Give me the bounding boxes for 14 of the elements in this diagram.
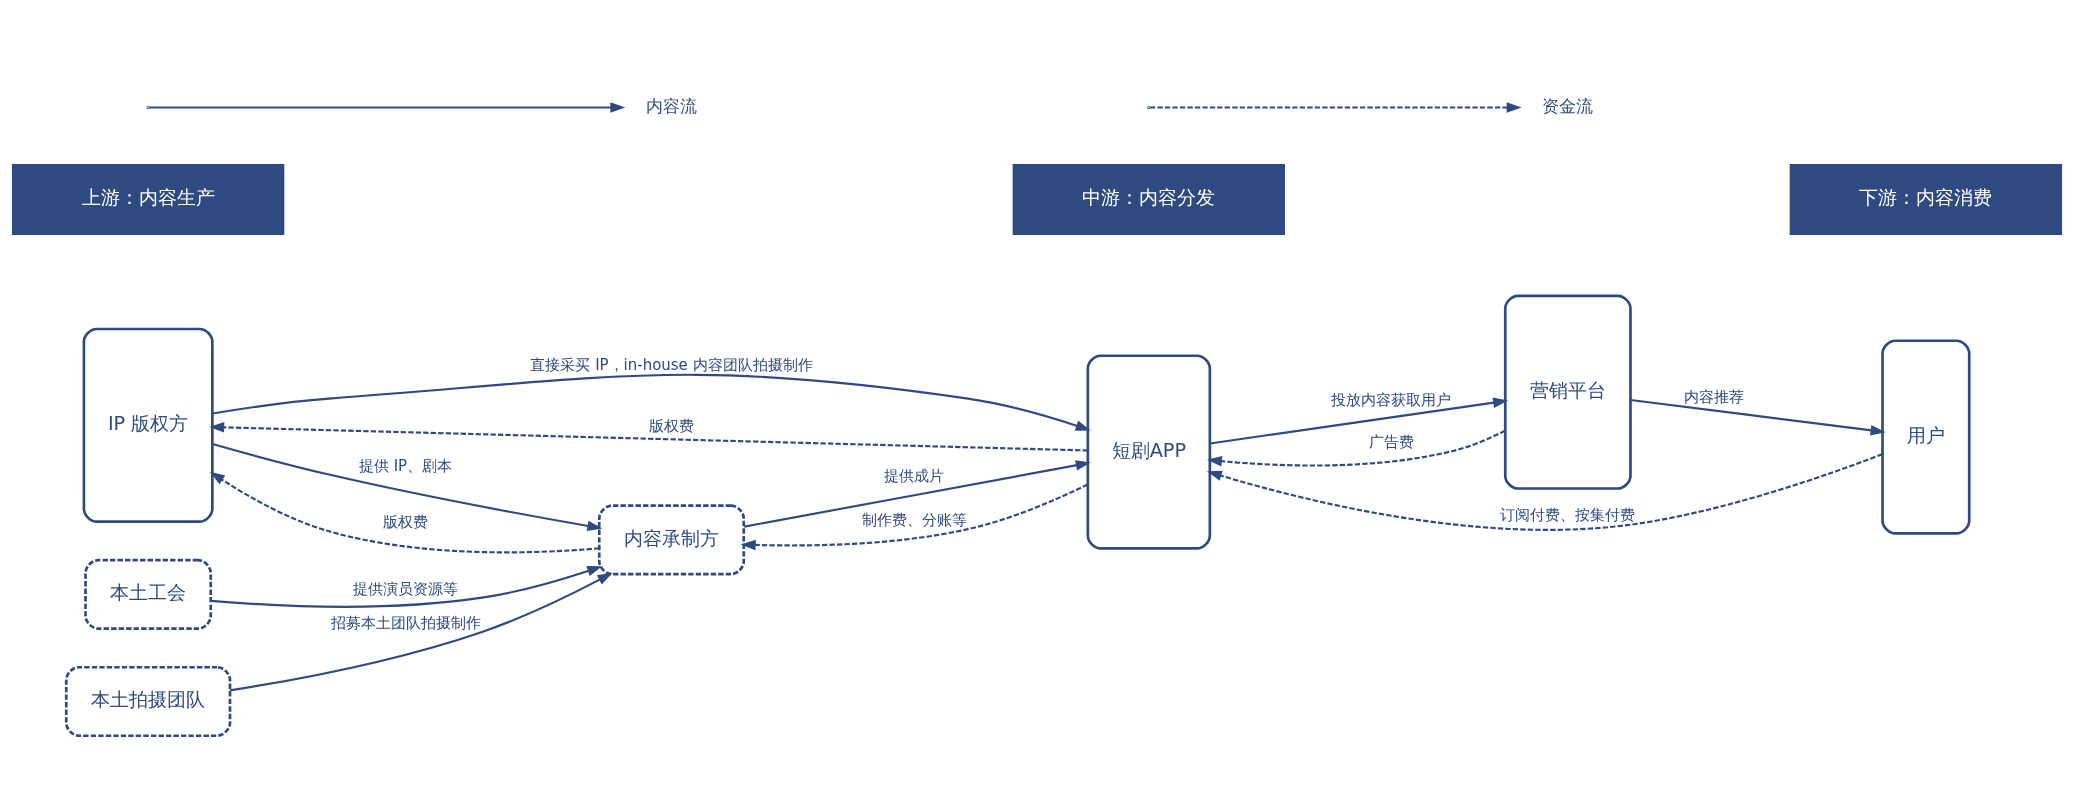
legend-label: 内容流	[646, 95, 697, 116]
edge-label: 制作费、分账等	[861, 510, 967, 529]
edge-label: 版权费	[383, 512, 429, 531]
edge-label: 投放内容获取用户	[1331, 390, 1452, 409]
legend-label: 资金流	[1542, 95, 1594, 116]
edge-label: 订阅付费、按集付费	[1500, 505, 1636, 524]
edge-label: 提供 IP、剧本	[358, 456, 453, 474]
edge-label: 直接采买 IP，in-house 内容团队拍摄制作	[530, 355, 813, 374]
edge-label: 广告费	[1368, 432, 1414, 451]
edge-label: 提供成片	[884, 466, 945, 485]
edge-label: 招募本土团队拍摄制作	[330, 613, 481, 632]
edge-label: 版权费	[649, 416, 694, 435]
edge-label: 内容推荐	[1683, 387, 1744, 406]
edge-label: 提供演员资源等	[353, 579, 459, 598]
